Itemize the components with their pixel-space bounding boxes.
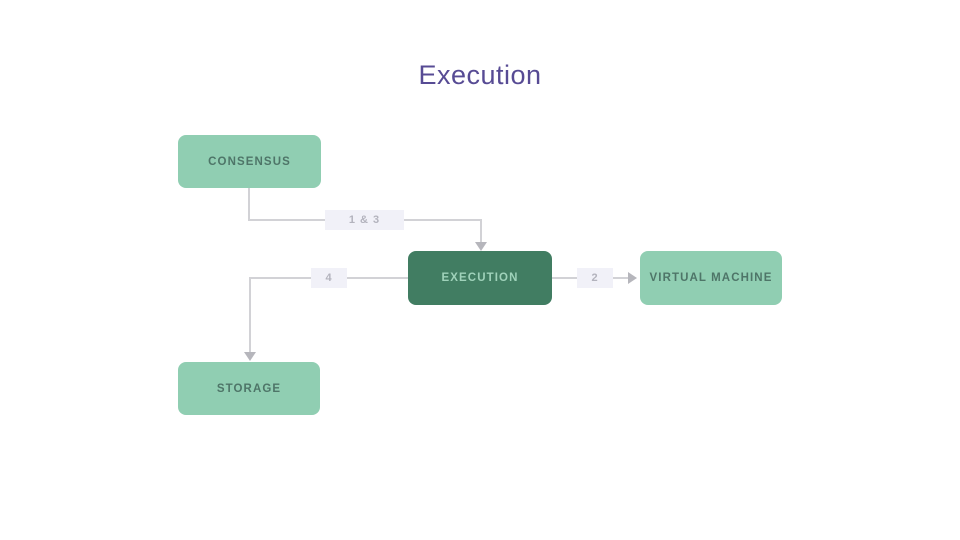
slide-title: Execution [418,60,542,90]
arrow-right-icon [628,272,637,284]
arrow-down-icon [475,242,487,251]
node-consensus: CONSENSUS [178,135,321,188]
node-storage: STORAGE [178,362,320,415]
edge-label-2: 2 [577,268,613,288]
node-virtual-machine: VIRTUAL MACHINE [640,251,782,305]
arrow-down-icon [244,352,256,361]
edge-consensus-execution-segment-vertical [248,188,250,220]
edge-label-1-and-3: 1 & 3 [325,210,404,230]
edge-execution-storage-segment-vertical [249,277,251,353]
node-execution: EXECUTION [408,251,552,305]
edge-label-4: 4 [311,268,347,288]
edge-consensus-execution-segment-drop [480,219,482,244]
